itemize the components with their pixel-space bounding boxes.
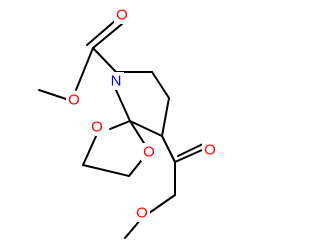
atom-symbol: O — [68, 92, 80, 109]
atom-o-ketal-right: O — [141, 143, 157, 161]
bond — [177, 142, 206, 157]
atom-symbol: O — [136, 205, 148, 222]
bond — [174, 149, 203, 163]
bond — [109, 120, 131, 130]
bonds — [38, 19, 206, 239]
atom-o-ester-2: O — [134, 204, 150, 222]
bond — [115, 89, 131, 122]
atom-symbol: N — [111, 73, 122, 90]
atom-symbol: O — [143, 144, 155, 161]
atom-symbol: O — [204, 142, 216, 159]
atom-o-ketal-left: O — [89, 118, 105, 136]
atom-o-carbonyl-1: O — [114, 6, 130, 24]
bond — [75, 47, 94, 91]
molecule-diagram: O O N O O O O — [38, 6, 218, 239]
bond — [129, 120, 163, 137]
bond — [38, 89, 70, 101]
atom-symbol: O — [91, 119, 103, 136]
atom-o-ester-1: O — [66, 91, 82, 109]
atom-labels: O O N O O O O — [66, 6, 218, 222]
atom-symbol: O — [116, 7, 128, 24]
bond — [151, 71, 170, 99]
bond — [82, 164, 130, 177]
bond — [161, 97, 170, 137]
bond — [86, 19, 117, 46]
bond — [82, 133, 98, 166]
atom-o-carbonyl-2: O — [202, 141, 218, 159]
bond — [161, 135, 176, 163]
atom-n-ring: N — [108, 72, 124, 90]
bond — [92, 47, 117, 73]
bond — [92, 23, 123, 49]
